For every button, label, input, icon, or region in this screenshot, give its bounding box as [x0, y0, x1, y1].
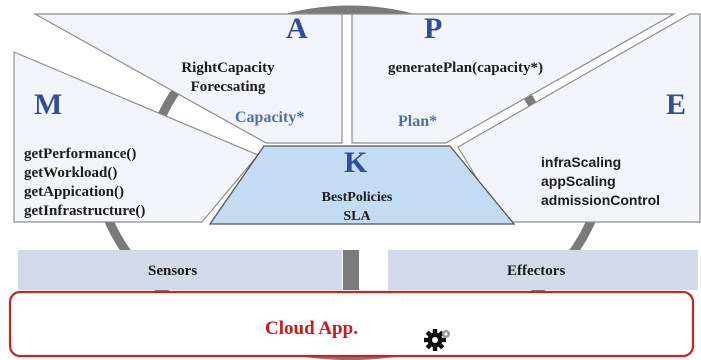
- sensors-bar: [18, 250, 342, 290]
- cloud-app-box: [8, 290, 695, 358]
- analyze-line: Forecsating: [190, 79, 266, 95]
- monitor-letter: M: [34, 88, 63, 121]
- effectors-bar: [388, 250, 698, 290]
- monitor-method: getAppication(): [24, 184, 124, 200]
- execute-letter: E: [666, 88, 687, 121]
- monitor-method: getInfrastructure(): [24, 203, 146, 219]
- knowledge-line: BestPolicies: [321, 190, 393, 205]
- analyze-line: RightCapacity: [181, 60, 275, 76]
- effectors-label: Effectors: [507, 263, 566, 279]
- gear-icon: [424, 329, 450, 351]
- execute-method: admissionControl: [541, 192, 661, 208]
- sensors-label: Sensors: [148, 263, 198, 279]
- monitor-method: getWorkload(): [24, 165, 118, 181]
- knowledge-letter: K: [344, 146, 368, 179]
- capacity-output: Capacity*: [235, 109, 305, 126]
- plan-panel: [351, 13, 677, 144]
- analyze-panel: [32, 13, 343, 144]
- plan-letter: P: [424, 12, 443, 45]
- connector-left: [343, 250, 359, 290]
- plan-output: Plan*: [398, 113, 438, 130]
- analyze-letter: A: [286, 12, 308, 45]
- monitor-panel: [13, 51, 259, 223]
- execute-methods: infraScaling appScaling admissionControl: [541, 153, 660, 210]
- knowledge-line: SLA: [343, 209, 371, 224]
- analyze-text: RightCapacity Forecsating: [168, 59, 288, 97]
- execute-method: appScaling: [541, 173, 616, 189]
- plan-method: generatePlan(capacity*): [388, 60, 543, 76]
- execute-method: infraScaling: [541, 154, 622, 170]
- cloud-app-label: Cloud App.: [265, 318, 358, 339]
- monitor-method: getPerformance(): [24, 146, 137, 162]
- knowledge-panel: [208, 145, 516, 225]
- monitor-methods: getPerformance() getWorkload() getAppica…: [24, 145, 145, 221]
- knowledge-text: BestPolicies SLA: [300, 188, 414, 226]
